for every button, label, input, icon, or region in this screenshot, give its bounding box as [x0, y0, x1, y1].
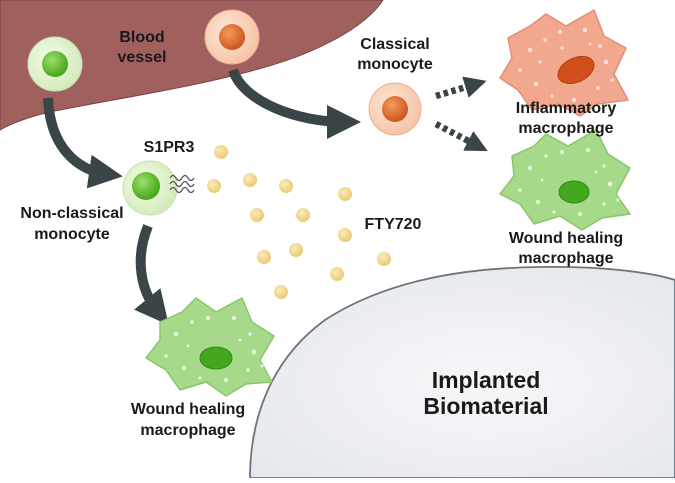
wound-healing-macrophage-bottom: [145, 297, 275, 397]
label-wound-healing-bottom-2: macrophage: [140, 422, 235, 439]
arrow-vessel-to-s1pr3: [43, 97, 123, 189]
fty720-particle: [338, 187, 352, 201]
classical-monocyte: [368, 82, 422, 136]
label-implanted-biomaterial-1: Implanted: [432, 367, 541, 393]
blood-vessel: [0, 0, 384, 131]
label-wound-healing-bottom-1: Wound healing: [131, 401, 245, 418]
arrow-vessel-to-classical: [228, 68, 361, 139]
vessel-green-monocyte: [27, 36, 83, 92]
label-wound-healing-top-2: macrophage: [518, 250, 613, 267]
arrow-classical-to-wound-healing: [434, 121, 488, 152]
label-s1pr3: S1PR3: [144, 139, 195, 156]
label-inflammatory-macrophage-1: Inflammatory: [516, 100, 617, 117]
implanted-biomaterial: [249, 265, 675, 479]
fty720-particle: [338, 228, 352, 242]
label-blood-vessel-1: Blood: [119, 29, 164, 46]
label-non-classical-monocyte-2: monocyte: [34, 226, 110, 243]
label-inflammatory-macrophage-2: macrophage: [518, 120, 613, 137]
fty720-particle: [257, 250, 271, 264]
fty720-particle: [377, 252, 391, 266]
s1pr3-receptor-icon: [169, 174, 195, 194]
fty720-particle: [296, 208, 310, 222]
label-implanted-biomaterial-2: Biomaterial: [423, 393, 548, 419]
label-classical-monocyte-1: Classical: [360, 36, 429, 53]
label-classical-monocyte-2: monocyte: [357, 56, 433, 73]
label-non-classical-monocyte-1: Non-classical: [20, 205, 123, 222]
arrow-nonclassical-to-macrophage: [134, 224, 169, 326]
non-classical-monocyte: [122, 160, 178, 216]
fty720-particle: [250, 208, 264, 222]
fty720-particle: [289, 243, 303, 257]
vessel-orange-monocyte: [204, 9, 260, 65]
fty720-particle: [214, 145, 228, 159]
fty720-particle: [279, 179, 293, 193]
fty720-particles: [207, 145, 391, 299]
fty720-particle: [207, 179, 221, 193]
label-fty720: FTY720: [365, 216, 422, 233]
wound-healing-macrophage-top: [499, 129, 631, 231]
fty720-particle: [330, 267, 344, 281]
label-blood-vessel-2: vessel: [118, 49, 167, 66]
fty720-particle: [243, 173, 257, 187]
inflammatory-macrophage: [499, 9, 629, 117]
label-wound-healing-top-1: Wound healing: [509, 230, 623, 247]
arrow-classical-to-inflammatory: [435, 76, 487, 100]
fty720-particle: [274, 285, 288, 299]
